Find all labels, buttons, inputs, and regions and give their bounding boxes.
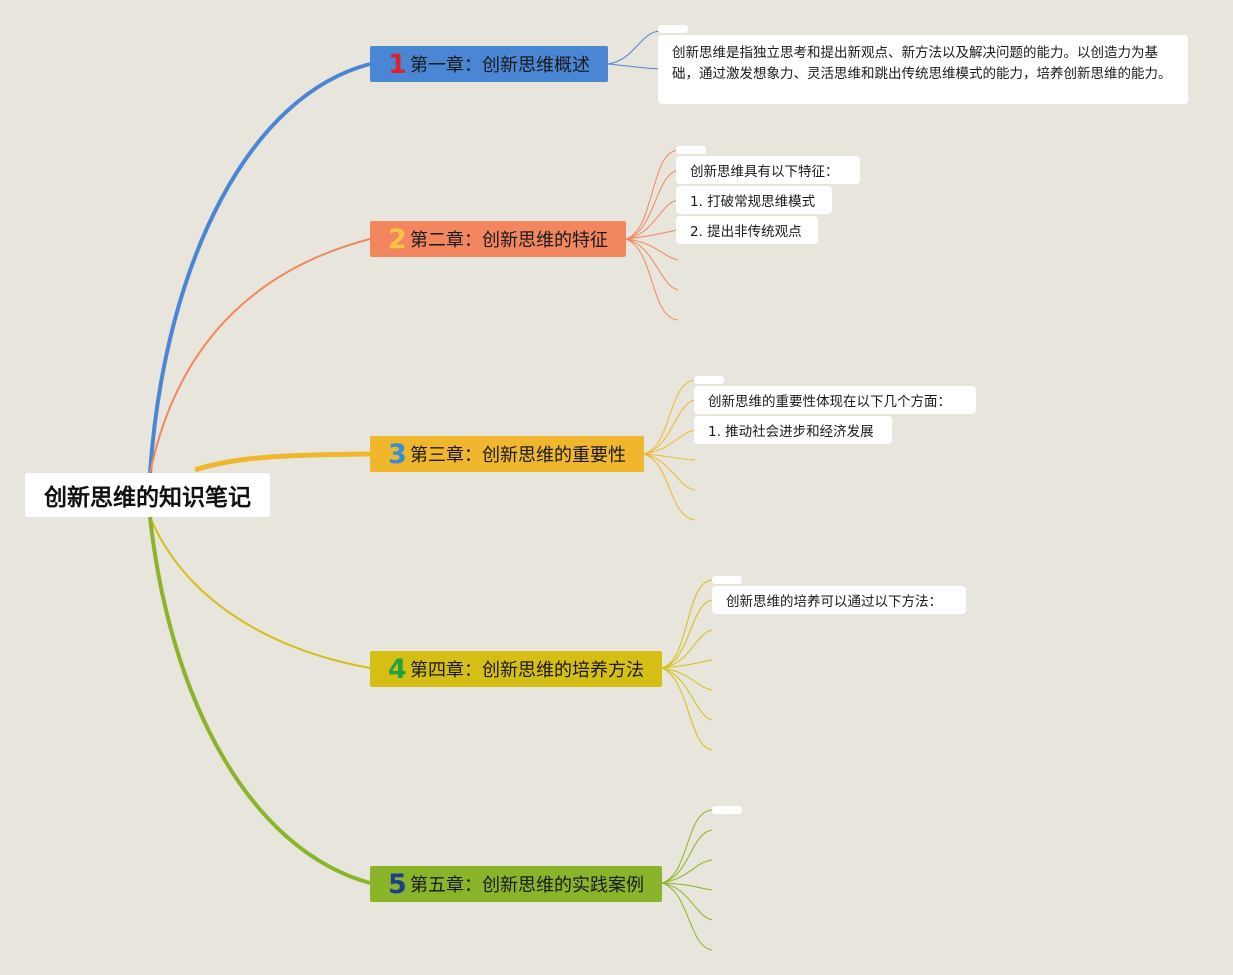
chapter-number: 3 bbox=[388, 438, 407, 470]
note-ch4-intro[interactable]: 创新思维的培养可以通过以下方法： bbox=[712, 586, 966, 614]
empty-subtopic[interactable] bbox=[712, 806, 742, 814]
empty-subtopic[interactable] bbox=[676, 146, 706, 154]
note-text: 2. 提出非传统观点 bbox=[690, 224, 802, 240]
note-text: 创新思维的重要性体现在以下几个方面： bbox=[708, 394, 951, 410]
note-text: 创新思维的培养可以通过以下方法： bbox=[726, 594, 942, 610]
branch-line-1 bbox=[148, 62, 371, 474]
note-ch3-intro[interactable]: 创新思维的重要性体现在以下几个方面： bbox=[694, 386, 976, 414]
chapter-5-node[interactable]: 5 第五章：创新思维的实践案例 bbox=[370, 866, 662, 902]
note-ch2-item-2[interactable]: 2. 提出非传统观点 bbox=[676, 216, 818, 244]
ch3-sub-lines bbox=[643, 379, 696, 521]
chapter-title: 第三章：创新思维的重要性 bbox=[410, 445, 626, 466]
ch4-sub-lines bbox=[661, 579, 713, 751]
note-text: 1. 打破常规思维模式 bbox=[690, 194, 816, 210]
chapter-title: 第四章：创新思维的培养方法 bbox=[410, 660, 644, 681]
note-text: 创新思维是指独立思考和提出新观点、新方法以及解决问题的能力。以创造力为基础，通过… bbox=[672, 45, 1172, 82]
chapter-number: 1 bbox=[388, 48, 407, 80]
chapter-1-node[interactable]: 1 第一章：创新思维概述 bbox=[370, 46, 608, 82]
branch-line-2 bbox=[149, 238, 371, 474]
branch-line-3 bbox=[194, 451, 371, 473]
chapter-number: 5 bbox=[388, 868, 407, 900]
ch2-sub-lines bbox=[625, 149, 679, 321]
branch-line-5 bbox=[148, 516, 371, 885]
chapter-2-node[interactable]: 2 第二章：创新思维的特征 bbox=[370, 221, 626, 257]
root-topic[interactable]: 创新思维的知识笔记 bbox=[25, 473, 270, 517]
empty-subtopic[interactable] bbox=[694, 376, 724, 384]
note-ch2-item-1[interactable]: 1. 打破常规思维模式 bbox=[676, 186, 832, 214]
chapter-number: 2 bbox=[388, 223, 407, 255]
note-text: 创新思维具有以下特征： bbox=[690, 164, 839, 180]
note-ch3-item-1[interactable]: 1. 推动社会进步和经济发展 bbox=[694, 416, 892, 444]
branch-line-4 bbox=[149, 516, 371, 669]
chapter-title: 第二章：创新思维的特征 bbox=[410, 230, 608, 251]
note-ch2-intro[interactable]: 创新思维具有以下特征： bbox=[676, 156, 860, 184]
note-ch1-summary[interactable]: 创新思维是指独立思考和提出新观点、新方法以及解决问题的能力。以创造力为基础，通过… bbox=[658, 35, 1188, 104]
empty-subtopic[interactable] bbox=[658, 25, 688, 33]
chapter-title: 第五章：创新思维的实践案例 bbox=[410, 875, 644, 896]
note-text: 1. 推动社会进步和经济发展 bbox=[708, 424, 874, 440]
empty-subtopic[interactable] bbox=[712, 576, 742, 584]
chapter-3-node[interactable]: 3 第三章：创新思维的重要性 bbox=[370, 436, 644, 472]
chapter-title: 第一章：创新思维概述 bbox=[410, 55, 590, 76]
ch1-sub-lines bbox=[607, 30, 661, 70]
chapter-4-node[interactable]: 4 第四章：创新思维的培养方法 bbox=[370, 651, 662, 687]
root-title: 创新思维的知识笔记 bbox=[44, 485, 251, 511]
chapter-number: 4 bbox=[388, 653, 407, 685]
ch5-sub-lines bbox=[661, 809, 713, 951]
